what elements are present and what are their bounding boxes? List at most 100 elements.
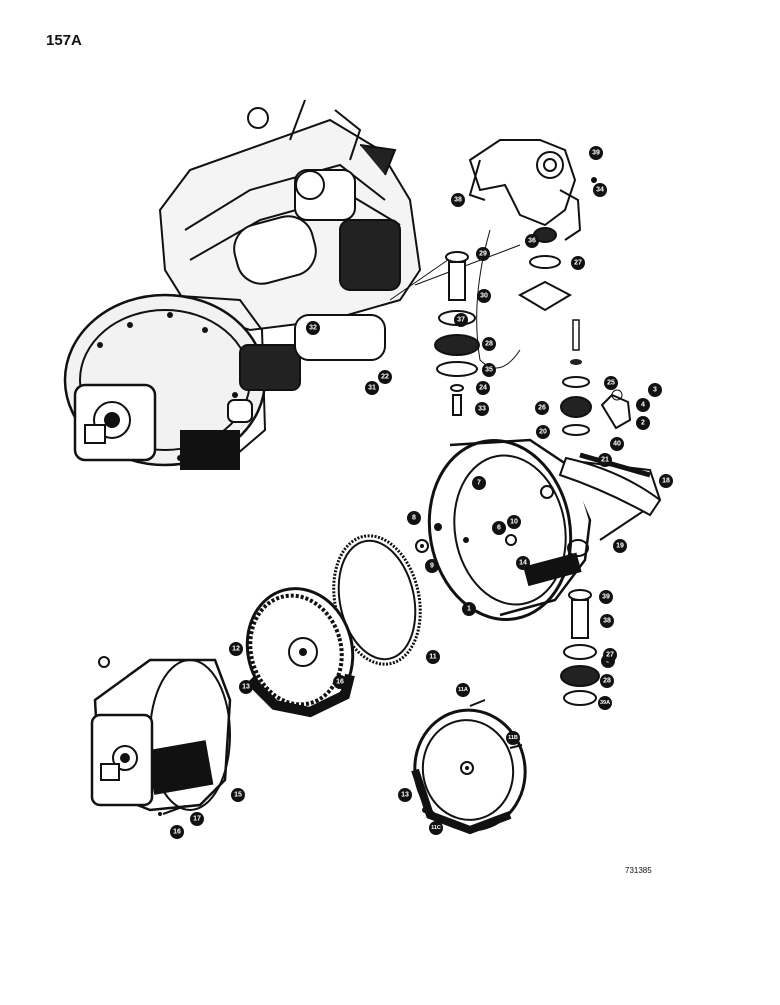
callout-marker bbox=[482, 363, 496, 377]
callout-27: 27 bbox=[571, 256, 585, 270]
page-number: 157A bbox=[46, 32, 82, 49]
callout-25: 25 bbox=[604, 376, 618, 390]
callout-2: 2 bbox=[636, 416, 650, 430]
callout-label: 21 bbox=[601, 457, 609, 464]
callout-label: 24 bbox=[479, 385, 487, 392]
callout-label: 7 bbox=[477, 480, 481, 487]
callout-marker bbox=[333, 675, 347, 689]
callout-marker bbox=[571, 256, 585, 270]
callout-marker bbox=[170, 825, 184, 839]
callout-label: 4 bbox=[641, 402, 645, 409]
callout-marker bbox=[600, 614, 614, 628]
callout-36: 36 bbox=[525, 234, 539, 248]
callout-marker bbox=[475, 402, 489, 416]
callout-label: 16 bbox=[173, 829, 181, 836]
callout-marker bbox=[536, 425, 550, 439]
callout-7: 7 bbox=[472, 476, 486, 490]
callout-label: 19 bbox=[616, 543, 624, 550]
callout-13: 13 bbox=[239, 680, 253, 694]
callout-marker bbox=[525, 234, 539, 248]
callout-label: 11 bbox=[429, 654, 437, 661]
callout-4: 4 bbox=[636, 398, 650, 412]
callout-label: 3 bbox=[653, 387, 657, 394]
callout-13b: 13 bbox=[398, 788, 412, 802]
callout-29: 29 bbox=[476, 247, 490, 261]
callout-label: 1 bbox=[467, 606, 471, 613]
callout-32: 32 bbox=[306, 321, 320, 335]
callout-1: 1 bbox=[462, 602, 476, 616]
callout-39A: 39A bbox=[598, 696, 612, 710]
callout-label: 28 bbox=[485, 341, 493, 348]
callout-10: 10 bbox=[507, 515, 521, 529]
callout-marker bbox=[306, 321, 320, 335]
callout-label: 2 bbox=[641, 420, 645, 427]
callout-30: 30 bbox=[477, 289, 491, 303]
callout-marker bbox=[239, 680, 253, 694]
callout-39: 39 bbox=[589, 146, 603, 160]
callout-label: 39 bbox=[592, 150, 600, 157]
callout-label: 27 bbox=[574, 260, 582, 267]
callout-label: 37 bbox=[457, 317, 465, 324]
callout-marker bbox=[604, 376, 618, 390]
callout-14: 14 bbox=[516, 556, 530, 570]
callout-16: 16 bbox=[333, 675, 347, 689]
mount-cushion-stack-right bbox=[560, 376, 632, 436]
callout-label: 12 bbox=[232, 646, 240, 653]
callout-label: 17 bbox=[193, 816, 201, 823]
callout-marker bbox=[507, 515, 521, 529]
callout-12: 12 bbox=[229, 642, 243, 656]
callout-marker bbox=[190, 812, 204, 826]
callout-label: 39A bbox=[600, 700, 610, 706]
callout-26: 26 bbox=[535, 401, 549, 415]
callout-28b: 28 bbox=[600, 674, 614, 688]
callout-31: 31 bbox=[365, 381, 379, 395]
callout-label: 15 bbox=[234, 792, 242, 799]
callout-marker bbox=[610, 437, 624, 451]
callout-marker bbox=[451, 193, 465, 207]
callout-marker bbox=[598, 696, 612, 710]
callout-marker bbox=[472, 476, 486, 490]
callout-21: 21 bbox=[598, 453, 612, 467]
callout-11A: 11A bbox=[456, 683, 470, 697]
callout-label: 39 bbox=[602, 594, 610, 601]
callout-label: 6 bbox=[497, 525, 501, 532]
callout-label: 28 bbox=[603, 678, 611, 685]
callout-marker bbox=[603, 648, 617, 662]
pump-assembly bbox=[90, 656, 232, 816]
callout-35: 35 bbox=[482, 363, 496, 377]
callout-marker bbox=[535, 401, 549, 415]
callout-label: 38 bbox=[454, 197, 462, 204]
callout-label: 11A bbox=[458, 687, 468, 693]
callout-label: 35 bbox=[485, 367, 493, 374]
callout-marker bbox=[231, 788, 245, 802]
callout-label: 29 bbox=[479, 251, 487, 258]
callout-marker bbox=[648, 383, 662, 397]
callout-34: 34 bbox=[593, 183, 607, 197]
callout-label: 25 bbox=[607, 380, 615, 387]
callout-16b: 16 bbox=[170, 825, 184, 839]
callout-label: 9 bbox=[430, 563, 434, 570]
callout-label: 32 bbox=[309, 325, 317, 332]
callout-marker bbox=[492, 521, 506, 535]
callout-label: 14 bbox=[519, 560, 527, 567]
callout-label: 11B bbox=[508, 735, 518, 741]
callout-label: 10 bbox=[510, 519, 518, 526]
callout-label: 18 bbox=[662, 478, 670, 485]
callout-38: 38 bbox=[451, 193, 465, 207]
engine-mount-bracket bbox=[468, 139, 582, 241]
callout-label: 20 bbox=[539, 429, 547, 436]
callout-marker bbox=[407, 511, 421, 525]
callout-marker bbox=[429, 821, 443, 835]
callout-marker bbox=[613, 539, 627, 553]
callout-label: 11C bbox=[431, 825, 441, 831]
callout-marker bbox=[598, 453, 612, 467]
drive-plate bbox=[411, 699, 527, 835]
callout-marker bbox=[456, 683, 470, 697]
callout-11: 11 bbox=[426, 650, 440, 664]
callout-15: 15 bbox=[231, 788, 245, 802]
callout-marker bbox=[229, 642, 243, 656]
callout-marker bbox=[506, 731, 520, 745]
figure-number: 731385 bbox=[625, 866, 652, 875]
callout-marker bbox=[454, 313, 468, 327]
